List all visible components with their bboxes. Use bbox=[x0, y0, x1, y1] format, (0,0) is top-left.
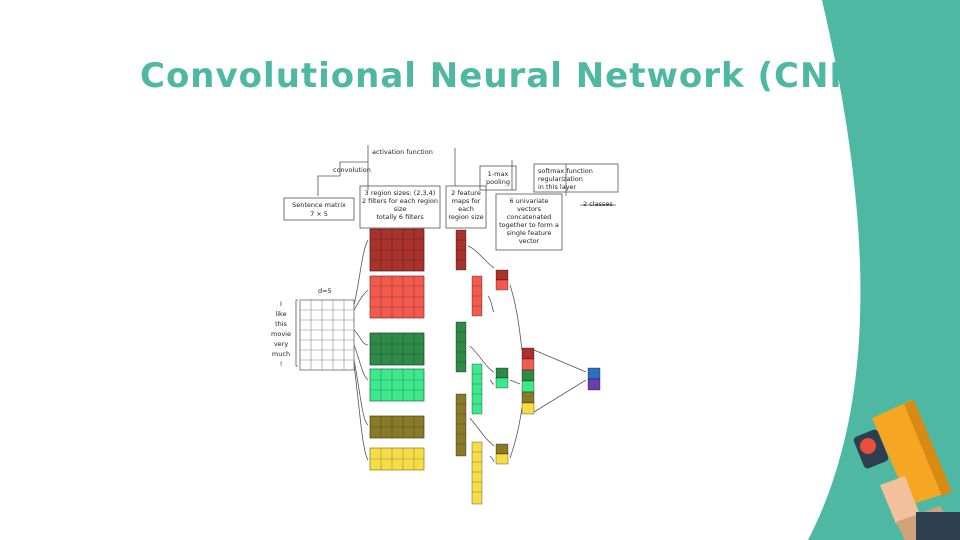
label-univariate-4: together to form a bbox=[499, 221, 559, 229]
convolution-connector bbox=[317, 175, 340, 196]
region-sizes-box bbox=[359, 185, 441, 229]
word-7: ! bbox=[280, 360, 283, 368]
feature-map-dark-green bbox=[455, 321, 467, 373]
word-5: very bbox=[274, 340, 289, 348]
sentence-matrix-box bbox=[283, 197, 355, 221]
label-max-pooling-2: pooling bbox=[486, 178, 510, 186]
output-lines bbox=[533, 349, 587, 413]
activation-connector bbox=[339, 145, 369, 190]
filter-dark-green bbox=[369, 332, 425, 366]
feature-maps-box bbox=[445, 185, 487, 229]
pool-arrows bbox=[467, 245, 495, 463]
label-feature-maps-1: 2 feature bbox=[451, 189, 481, 197]
feature-map-light-red bbox=[471, 275, 483, 317]
label-region-sizes-1: 3 region sizes: (2,3,4) bbox=[365, 189, 436, 197]
words-brace bbox=[295, 299, 298, 367]
filter-dark-red bbox=[369, 228, 425, 272]
pooled-light-green bbox=[495, 377, 509, 389]
filter-light-green bbox=[369, 368, 425, 402]
label-sentence-matrix-2: 7 × 5 bbox=[310, 210, 328, 218]
sentence-matrix-grid bbox=[299, 299, 355, 371]
label-univariate-5: single feature bbox=[507, 229, 552, 237]
label-softmax-3: in this layer bbox=[538, 183, 577, 191]
filter-light-red bbox=[369, 275, 425, 319]
filter-yellow bbox=[369, 447, 425, 471]
teal-corner-shape bbox=[808, 0, 960, 540]
softmax-box bbox=[533, 163, 619, 193]
label-region-sizes-4: totally 6 filters bbox=[376, 213, 424, 221]
label-feature-maps-2: maps for bbox=[452, 197, 481, 205]
feature-map-olive bbox=[455, 393, 467, 457]
label-region-sizes-3: size bbox=[394, 205, 407, 213]
label-activation: activation function bbox=[372, 148, 433, 156]
label-d: d=5 bbox=[318, 287, 332, 295]
concat-arrows bbox=[509, 284, 523, 459]
word-1: I bbox=[280, 300, 282, 308]
feature-map-light-green bbox=[471, 363, 483, 415]
label-region-sizes-2: 2 filters for each region bbox=[362, 197, 438, 205]
label-classes: 2 classes bbox=[583, 200, 613, 208]
pooled-olive bbox=[495, 443, 509, 455]
label-softmax-1: softmax function bbox=[538, 167, 593, 175]
pooled-light-red bbox=[495, 279, 509, 291]
slide-title: Convolutional Neural Network (CNN) bbox=[140, 56, 876, 96]
label-feature-maps-4: region size bbox=[448, 213, 483, 221]
concatenated-feature-vector bbox=[521, 347, 535, 415]
output-classes bbox=[587, 367, 601, 391]
label-univariate-3: concatenated bbox=[507, 213, 552, 221]
pooled-yellow bbox=[495, 453, 509, 465]
word-2: like bbox=[275, 310, 286, 318]
word-3: this bbox=[275, 320, 287, 328]
max-pooling-box bbox=[479, 165, 517, 191]
megaphone-icon bbox=[853, 400, 960, 540]
feature-map-dark-red bbox=[455, 229, 467, 271]
label-sentence-matrix-1: Sentence matrix bbox=[292, 201, 346, 209]
label-convolution: convolution bbox=[333, 166, 371, 174]
pooled-dark-green bbox=[495, 367, 509, 379]
label-max-pooling-1: 1-max bbox=[488, 170, 509, 178]
fan-lines bbox=[353, 239, 369, 461]
feature-map-yellow bbox=[471, 441, 483, 505]
label-univariate-2: vectors bbox=[517, 205, 542, 213]
pooled-dark-red bbox=[495, 269, 509, 281]
label-feature-maps-3: each bbox=[458, 205, 474, 213]
univariate-box bbox=[495, 193, 563, 251]
label-univariate-6: vector bbox=[519, 237, 540, 245]
label-univariate-1: 6 univariate bbox=[509, 197, 548, 205]
word-4: movie bbox=[271, 330, 291, 338]
word-6: much bbox=[272, 350, 290, 358]
filter-olive bbox=[369, 415, 425, 439]
label-softmax-2: regularization bbox=[538, 175, 583, 183]
